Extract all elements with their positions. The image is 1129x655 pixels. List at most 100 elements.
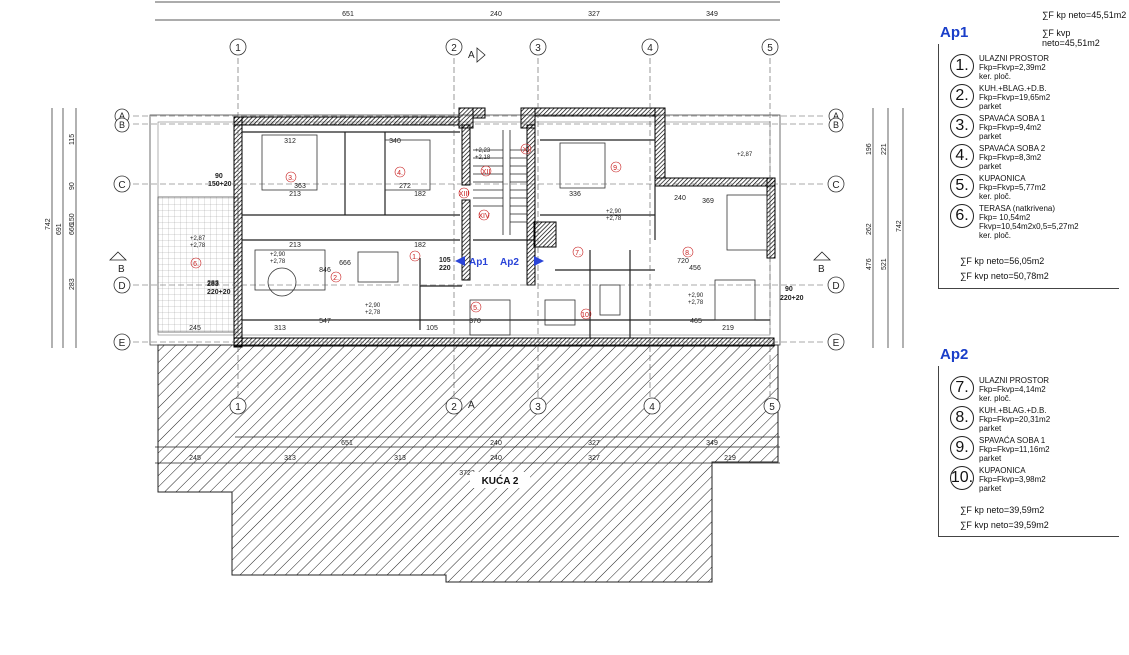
svg-text:666: 666 <box>339 260 351 267</box>
room-floor: parket <box>979 424 1002 433</box>
svg-text:220: 220 <box>439 265 451 272</box>
room-area: Fkp=Fkvp=11,16m2 <box>979 445 1050 454</box>
room-area: Fkp=Fkvp=5,77m2 <box>979 183 1046 192</box>
svg-text:A: A <box>833 111 839 121</box>
room-name: ULAZNI PROSTOR <box>979 376 1050 385</box>
room-number: 1. <box>950 54 974 78</box>
room-number: 10. <box>950 466 974 490</box>
svg-text:Ap1: Ap1 <box>469 257 488 268</box>
svg-text:+2,78: +2,78 <box>270 259 286 265</box>
svg-text:+2,90: +2,90 <box>365 303 381 309</box>
svg-text:+2,78: +2,78 <box>190 243 206 249</box>
svg-text:2.: 2. <box>333 275 339 282</box>
svg-text:90: 90 <box>69 182 76 190</box>
svg-text:4: 4 <box>649 402 655 413</box>
svg-text:8.: 8. <box>685 250 691 257</box>
room-name: SPAVAĆA SOBA 2 <box>979 144 1046 153</box>
room-name: KUPAONICA <box>979 466 1026 475</box>
side-dimension-texts: 742 691 666 115 90 150 283 196 221 262 4… <box>45 134 903 290</box>
room-area: Fkp=Fkvp=4,14m2 <box>979 385 1046 394</box>
svg-text:90: 90 <box>785 286 793 293</box>
svg-text:3: 3 <box>535 402 541 413</box>
svg-text:D: D <box>832 281 839 292</box>
svg-text:150: 150 <box>69 213 76 225</box>
room-area2: Fkvp=10,54m2x0,5=5,27m2 <box>979 222 1079 231</box>
room-area: Fkp=Fkvp=20,31m2 <box>979 415 1051 424</box>
svg-text:245: 245 <box>189 455 201 462</box>
svg-text:349: 349 <box>706 11 718 18</box>
svg-text:E: E <box>833 338 840 349</box>
svg-text:262: 262 <box>866 223 873 235</box>
axis-3-top: 3 <box>535 43 541 54</box>
svg-text:313: 313 <box>274 325 286 332</box>
svg-text:+2,18: +2,18 <box>475 155 491 161</box>
svg-text:105: 105 <box>439 257 451 264</box>
room-area: Fkp=Fkvp=3,98m2 <box>979 475 1046 484</box>
svg-text:Ap2: Ap2 <box>500 257 519 268</box>
svg-text:1.: 1. <box>412 254 418 261</box>
svg-text:240: 240 <box>674 195 686 202</box>
staircase <box>473 130 527 235</box>
house-2-hatched-area <box>157 344 779 583</box>
svg-text:10.: 10. <box>581 312 591 319</box>
svg-text:A: A <box>468 400 475 411</box>
room-markers: 1. 2. 3. 4. 5. 6. 7. 8. 9. 10. XI XII XI… <box>190 143 694 320</box>
svg-text:+2,78: +2,78 <box>365 310 381 316</box>
axis-2-top: 2 <box>451 43 457 54</box>
room-name: KUPAONICA <box>979 174 1026 183</box>
svg-text:3.: 3. <box>288 175 294 182</box>
svg-text:369: 369 <box>702 198 714 205</box>
svg-text:349: 349 <box>706 440 718 447</box>
ap1-legend-box <box>938 44 1119 289</box>
room-name: ULAZNI PROSTOR <box>979 54 1050 63</box>
room-area: Fkp=Fkvp=9,4m2 <box>979 123 1042 132</box>
svg-text:720: 720 <box>677 258 689 265</box>
svg-text:521: 521 <box>881 258 888 270</box>
room-floor: ker. ploč. <box>979 231 1012 240</box>
room-number: 9. <box>950 436 974 460</box>
ap2-title: Ap2 <box>940 346 969 363</box>
furniture <box>254 134 768 336</box>
dimension-lines <box>51 1 904 464</box>
svg-text:219: 219 <box>722 325 734 332</box>
svg-text:363: 363 <box>294 183 306 190</box>
svg-text:651: 651 <box>342 11 354 18</box>
svg-text:XI: XI <box>523 147 530 154</box>
svg-text:C: C <box>832 180 839 191</box>
room-number: 3. <box>950 114 974 138</box>
svg-text:340: 340 <box>389 138 401 145</box>
svg-text:A: A <box>119 111 125 121</box>
room-area: Fkp= 10,54m2 <box>979 213 1031 222</box>
svg-text:283: 283 <box>207 281 219 288</box>
svg-text:742: 742 <box>45 218 52 230</box>
svg-text:370: 370 <box>469 318 481 325</box>
svg-text:90: 90 <box>215 173 223 180</box>
svg-text:115: 115 <box>69 134 76 145</box>
svg-text:240: 240 <box>490 455 502 462</box>
svg-text:220+20: 220+20 <box>780 295 804 302</box>
svg-text:327: 327 <box>588 440 600 447</box>
room-name: SPAVAĆA SOBA 1 <box>979 436 1046 445</box>
svg-text:1: 1 <box>235 402 241 413</box>
room-number: 6. <box>950 204 974 228</box>
svg-text:XIV: XIV <box>478 213 490 220</box>
svg-text:2: 2 <box>451 402 457 413</box>
svg-text:B: B <box>119 120 125 130</box>
section-marks: A A B B <box>109 47 831 411</box>
room-number: 2. <box>950 84 974 108</box>
axis-5-top: 5 <box>767 43 773 54</box>
svg-text:+2,78: +2,78 <box>688 300 704 306</box>
svg-text:245: 245 <box>189 325 201 332</box>
room-number: 5. <box>950 174 974 198</box>
svg-text:A: A <box>468 50 475 61</box>
svg-text:9.: 9. <box>613 165 619 172</box>
